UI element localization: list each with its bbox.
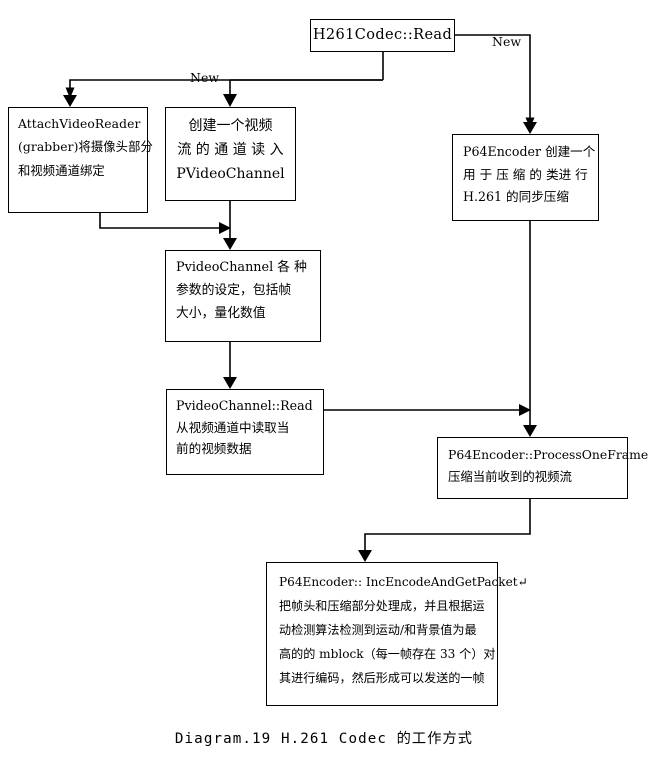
edge-label-new-right: New: [492, 34, 522, 49]
node-create-video-stream[interactable]: 创建一个视频 流 的 通 道 读 入 PVideoChannel: [165, 107, 296, 201]
arrow-into-inc: [358, 550, 372, 562]
node-p64encoder-new[interactable]: P64Encoder 创建一个 用 于 压 缩 的 类进 行 H.261 的同步…: [452, 134, 599, 221]
node-line: 高的的 mblock（每一帧存在 33 个）对: [279, 647, 496, 662]
node-line: 动检测算法检测到运动/和背景值为最: [279, 623, 477, 638]
node-line: P64Encoder 创建一个: [463, 144, 596, 159]
arrow-into-read: [223, 377, 237, 389]
node-line: P64Encoder:: IncEncodeAndGetPacket↵: [279, 575, 528, 589]
arrow-into-p64new: [523, 122, 537, 134]
wire-process-to-inc: [364, 499, 531, 552]
node-line: PvideoChannel::Read: [176, 398, 313, 413]
node-line: H.261 的同步压缩: [463, 189, 569, 205]
node-line: (grabber)将摄像头部分: [18, 140, 153, 155]
arrow-attach-join: [219, 222, 231, 234]
diagram-caption: Diagram.19 H.261 Codec 的工作方式: [174, 731, 474, 747]
node-inc-encode-and-get-packet[interactable]: P64Encoder:: IncEncodeAndGetPacket↵ 把帧头和…: [266, 562, 528, 706]
node-line: 用 于 压 缩 的 类进 行: [463, 166, 588, 182]
node-line: 前的视频数据: [176, 441, 252, 457]
arrow-into-create: [223, 94, 237, 107]
node-process-one-frame[interactable]: P64Encoder::ProcessOneFrame 压缩当前收到的视频流: [437, 437, 648, 499]
node-line: 其进行编码，然后形成可以发送的一帧: [279, 671, 485, 686]
arrow-into-process: [523, 425, 537, 437]
node-line: 创建一个视频: [188, 118, 273, 134]
node-line: P64Encoder::ProcessOneFrame: [448, 447, 648, 462]
node-pvideochannel-params[interactable]: PvideoChannel 各 种 参数的设定，包括帧 大小，量化数值: [165, 250, 321, 342]
node-line: PvideoChannel 各 种: [176, 260, 307, 275]
node-attach-video-reader[interactable]: AttachVideoReader (grabber)将摄像头部分 和视频通道绑…: [8, 107, 153, 213]
node-line: 把帧头和压缩部分处理成，并且根据运: [279, 599, 485, 614]
edge-label-new-left: New: [190, 70, 220, 85]
node-line: 参数的设定，包括帧: [176, 282, 292, 298]
node-line: H261Codec::Read: [312, 27, 453, 44]
node-line: 流 的 通 道 读 入: [177, 142, 284, 158]
node-line: 大小，量化数值: [176, 305, 266, 321]
node-line: 压缩当前收到的视频流: [448, 469, 572, 485]
node-pvideochannel-read[interactable]: PvideoChannel::Read 从视频通道中读取当 前的视频数据: [166, 389, 324, 475]
arrow-into-attach: [63, 95, 77, 107]
node-line: AttachVideoReader: [18, 117, 141, 131]
node-line: 和视频通道绑定: [18, 163, 105, 178]
node-line: 从视频通道中读取当: [176, 419, 290, 435]
node-h261codec-read[interactable]: H261Codec::Read: [310, 19, 455, 52]
wire-root-to-attach: [65, 79, 383, 99]
node-line: PVideoChannel: [176, 166, 285, 182]
arrow-read-join: [519, 404, 531, 416]
arrow-into-params: [223, 238, 237, 250]
wire-attach-to-params: [99, 213, 219, 229]
